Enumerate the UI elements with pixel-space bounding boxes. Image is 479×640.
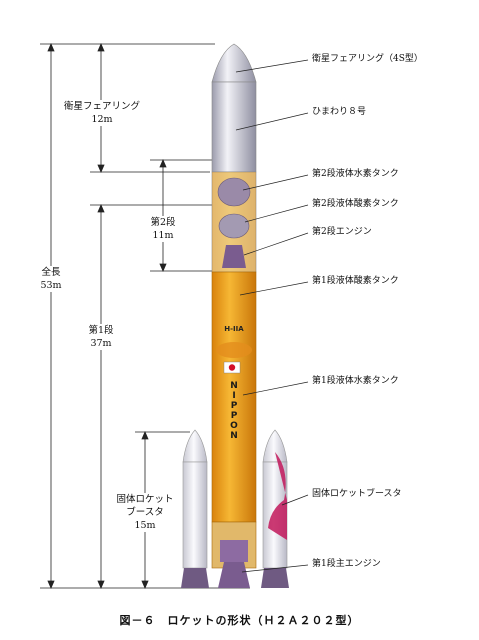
label-satellite-fairing: 衛星フェアリング（4S型）	[312, 54, 423, 64]
dim-srb-name-1: 固体ロケット	[116, 494, 174, 505]
dim-stage1: 第1段 37m	[84, 324, 118, 350]
dim-stage1-name: 第1段	[88, 325, 114, 336]
leader-lines	[235, 59, 309, 573]
right-solid-rocket-booster	[261, 429, 289, 588]
dim-stage1-value: 37m	[90, 338, 112, 349]
nippon-letter: O	[230, 421, 238, 431]
label-himawari-8: ひまわり８号	[312, 107, 367, 117]
core-rocket	[211, 43, 257, 588]
label-stage2-lh2-tank: 第2段液体水素タンク	[312, 169, 399, 179]
dim-stage2-value: 11m	[152, 230, 174, 241]
dim-srb-name-2: ブースタ	[126, 507, 164, 518]
dim-srb: 固体ロケット ブースタ 15m	[114, 493, 176, 532]
nippon-letter: P	[231, 411, 238, 421]
nippon-letter: N	[230, 381, 238, 391]
label-solid-rocket-booster: 固体ロケットブースタ	[312, 489, 402, 499]
label-stage1-lh2-tank: 第1段液体水素タンク	[312, 376, 399, 386]
label-stage2-lox-tank: 第2段液体酸素タンク	[312, 199, 399, 209]
dimension-lines	[40, 42, 250, 590]
nippon-letter: N	[230, 431, 238, 441]
dim-srb-value: 15m	[134, 520, 156, 531]
dim-total-value: 53m	[40, 280, 62, 291]
nippon-letter: I	[232, 391, 235, 401]
dim-fairing-value: 12m	[91, 114, 113, 125]
dim-fairing-name: 衛星フェアリング	[63, 101, 140, 112]
figure-caption: 図－６ ロケットの形状（Ｈ２Ａ２０２型）	[119, 614, 360, 627]
left-solid-rocket-booster	[181, 429, 209, 588]
label-stage1-lox-tank: 第1段液体酸素タンク	[312, 276, 399, 286]
dim-stage2-name: 第2段	[150, 217, 176, 228]
dim-total-length: 全長 53m	[36, 266, 66, 292]
rocket-model-marking: H-IIA	[224, 325, 244, 333]
nippon-letter: P	[231, 401, 238, 411]
label-stage1-main-engine: 第1段主エンジン	[312, 559, 381, 569]
dim-stage2: 第2段 11m	[146, 216, 180, 242]
label-stage2-engine: 第2段エンジン	[312, 227, 372, 237]
dim-fairing: 衛星フェアリング 12m	[62, 100, 142, 126]
dim-total-name: 全長	[41, 267, 61, 278]
